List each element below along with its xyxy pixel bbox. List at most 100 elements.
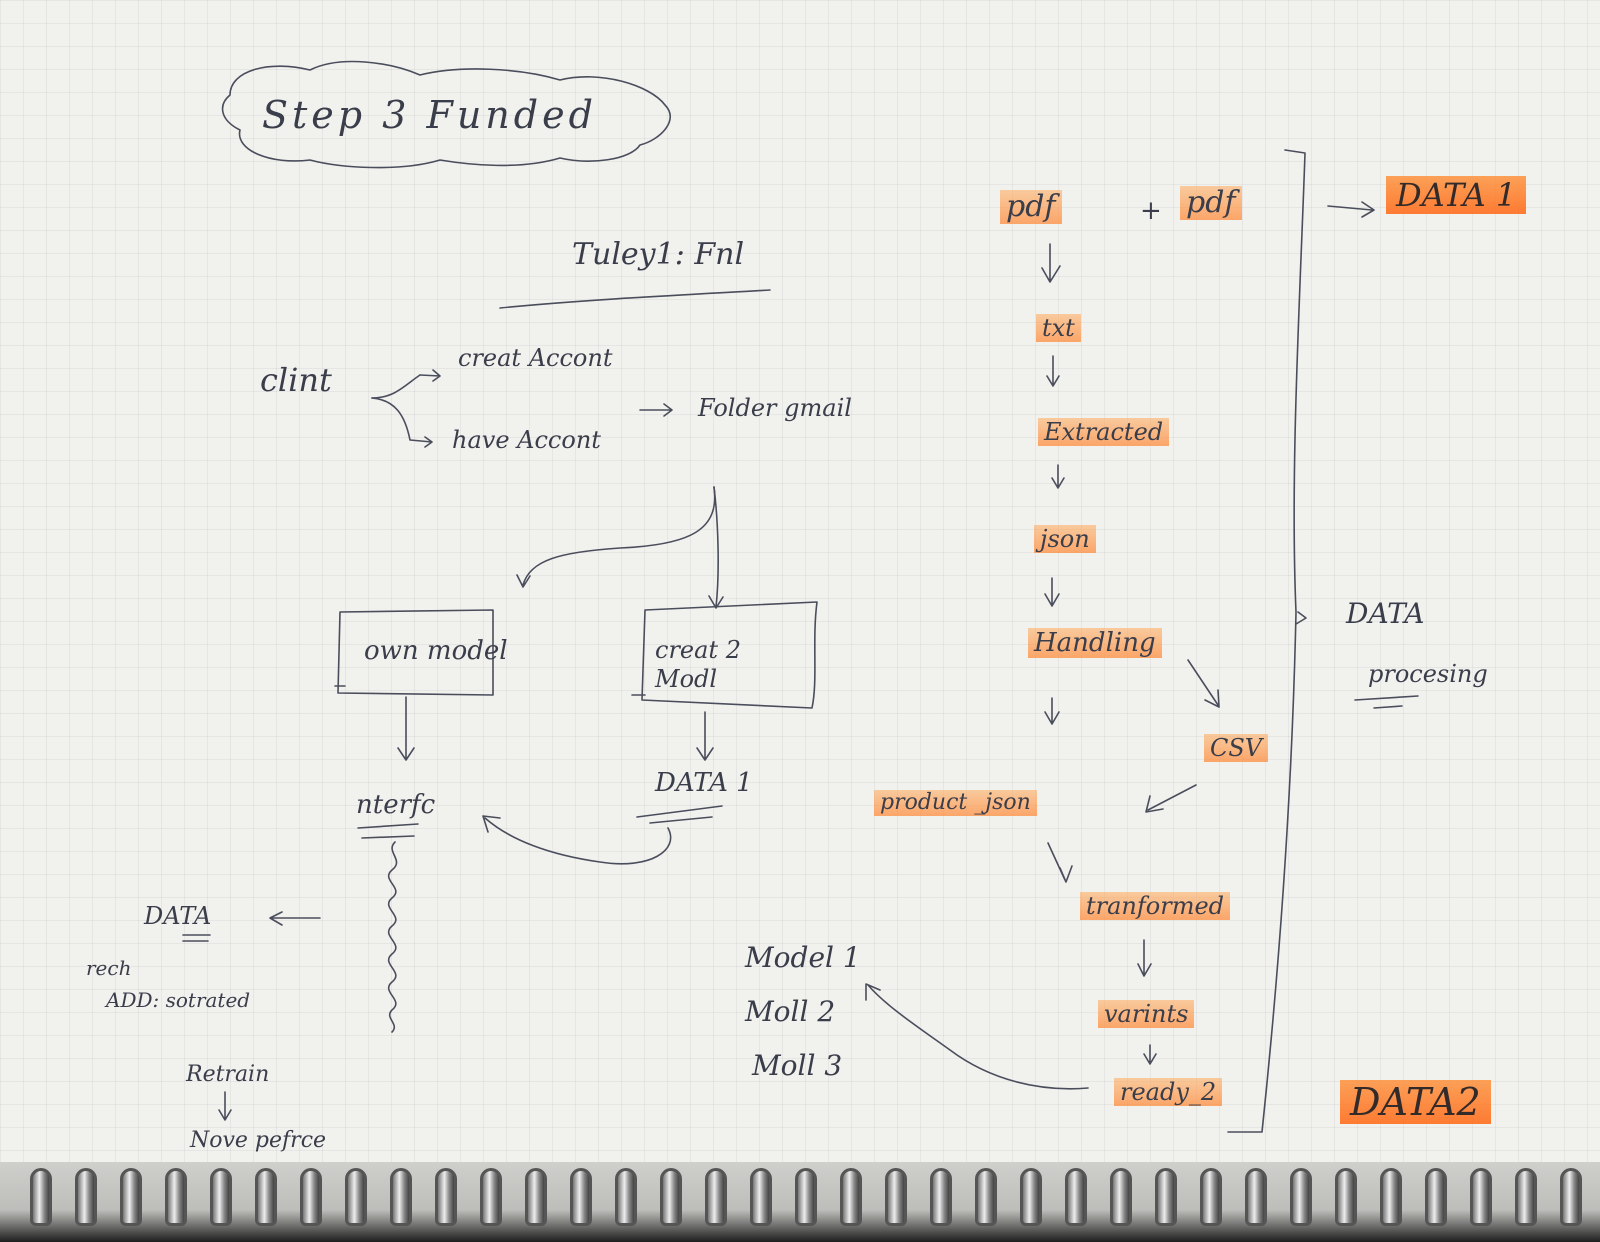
- spiral-ring: [1020, 1168, 1042, 1226]
- retrain-arrow: [218, 1091, 232, 1121]
- pipeline-step-json: json: [1034, 525, 1096, 553]
- arrow-own-interface: [397, 696, 415, 761]
- arrow-handling-down: [1044, 697, 1060, 725]
- spiral-ring: [165, 1168, 187, 1226]
- pipeline-step-extracted: Extracted: [1038, 418, 1170, 446]
- split-arrow-right: [708, 486, 724, 609]
- spiral-ring: [435, 1168, 457, 1226]
- section-heading: Tuley1: Fnl: [572, 237, 745, 272]
- data-left-arrow: [269, 911, 321, 926]
- spiral-ring: [345, 1168, 367, 1226]
- data-processing-underline: [1354, 695, 1419, 709]
- pipeline-bracket: [1227, 149, 1306, 1133]
- spiral-ring: [390, 1168, 412, 1226]
- spiral-ring: [75, 1168, 97, 1226]
- wavy-line: [387, 841, 398, 1033]
- add-sorted-label: ADD: sotrated: [106, 988, 251, 1012]
- arrow-handling-csv: [1187, 659, 1220, 708]
- pipeline-pdf-a: pdf: [1000, 190, 1062, 224]
- ready-to-models-arrow: [865, 983, 1089, 1090]
- spiral-ring: [660, 1168, 682, 1226]
- data-processing-label-1: DATA: [1346, 597, 1425, 630]
- spiral-ring: [1245, 1168, 1267, 1226]
- client-branch: [371, 374, 421, 399]
- title-cloud: [221, 60, 671, 169]
- spiral-ring: [1110, 1168, 1132, 1226]
- create-account-label: creat Accont: [458, 344, 613, 372]
- pipeline-step-handling: Handling: [1028, 628, 1162, 658]
- box-create-model-label: creat 2 Modl: [655, 636, 741, 693]
- data1-mid-label: DATA 1: [655, 768, 753, 798]
- bracket-tick: [1295, 611, 1307, 625]
- spiral-ring: [30, 1168, 52, 1226]
- have-account-label: have Accont: [452, 426, 601, 454]
- spiral-ring: [120, 1168, 142, 1226]
- retrain-label: Retrain: [186, 1062, 270, 1087]
- pipeline-ready: ready_2: [1114, 1078, 1223, 1106]
- arrow-variants-ready: [1143, 1044, 1157, 1065]
- pipeline-plus: +: [1140, 196, 1162, 226]
- box-create-model: [631, 601, 818, 709]
- arrow-folder: [639, 403, 673, 417]
- client-label: clint: [260, 361, 332, 399]
- spiral-ring: [1065, 1168, 1087, 1226]
- split-arrow: [516, 486, 716, 588]
- pipeline-transformed: tranformed: [1080, 892, 1231, 920]
- new-performance-label: Nove pefrce: [190, 1128, 327, 1153]
- spiral-ring: [885, 1168, 907, 1226]
- data1-to-interface-arrow: [482, 815, 672, 865]
- pipeline-product-json: product _json: [874, 790, 1037, 816]
- client-branch-down: [371, 397, 433, 448]
- model-3-label: Moll 3: [752, 1049, 843, 1082]
- spiral-ring: [1425, 1168, 1447, 1226]
- arrow-to-data1: [1327, 201, 1375, 218]
- data2-label: DATA2: [1340, 1080, 1491, 1124]
- arrow-create-data1: [696, 711, 714, 761]
- spiral-ring: [1200, 1168, 1222, 1226]
- data-left-underline: [182, 934, 211, 942]
- interface-label: nterfc: [356, 790, 436, 820]
- spiral-ring: [300, 1168, 322, 1226]
- box-own-model: [334, 609, 494, 696]
- arrow-extracted-json: [1051, 464, 1065, 489]
- arrow-txt-extracted: [1046, 355, 1060, 387]
- heading-underline: [499, 289, 771, 309]
- spiral-ring: [795, 1168, 817, 1226]
- spiral-ring: [480, 1168, 502, 1226]
- arrow-product-transformed: [1047, 842, 1073, 883]
- spiral-ring: [705, 1168, 727, 1226]
- interface-underline: [357, 823, 419, 839]
- spiral-ring: [840, 1168, 862, 1226]
- spiral-ring: [975, 1168, 997, 1226]
- spiral-binding: [0, 1162, 1600, 1242]
- spiral-ring: [930, 1168, 952, 1226]
- arrow-create-account: [419, 369, 441, 382]
- spiral-ring: [1155, 1168, 1177, 1226]
- arrow-csv-product: [1145, 784, 1197, 813]
- spiral-ring: [1380, 1168, 1402, 1226]
- arrow-transformed-variants: [1137, 939, 1152, 977]
- data-processing-label-2: procesing: [1368, 660, 1488, 688]
- model-2-label: Moll 2: [745, 995, 836, 1028]
- arrow-pdf-txt: [1041, 243, 1061, 283]
- box-own-model-label: own model: [364, 636, 508, 666]
- spiral-ring: [615, 1168, 637, 1226]
- data-left-label: DATA: [144, 902, 212, 930]
- spiral-ring: [255, 1168, 277, 1226]
- spiral-ring: [750, 1168, 772, 1226]
- folder-label: Folder gmail: [698, 394, 852, 422]
- pipeline-csv: CSV: [1204, 734, 1269, 762]
- data1-underline: [636, 805, 723, 824]
- spiral-ring: [210, 1168, 232, 1226]
- spiral-ring: [1335, 1168, 1357, 1226]
- spiral-ring: [1560, 1168, 1582, 1226]
- spiral-ring: [570, 1168, 592, 1226]
- spiral-ring: [525, 1168, 547, 1226]
- pipeline-pdf-b: pdf: [1180, 186, 1242, 220]
- page-title: Step 3 Funded: [262, 93, 597, 137]
- rech-label: rech: [86, 956, 132, 980]
- spiral-ring: [1470, 1168, 1492, 1226]
- pipeline-step-txt: txt: [1036, 314, 1081, 342]
